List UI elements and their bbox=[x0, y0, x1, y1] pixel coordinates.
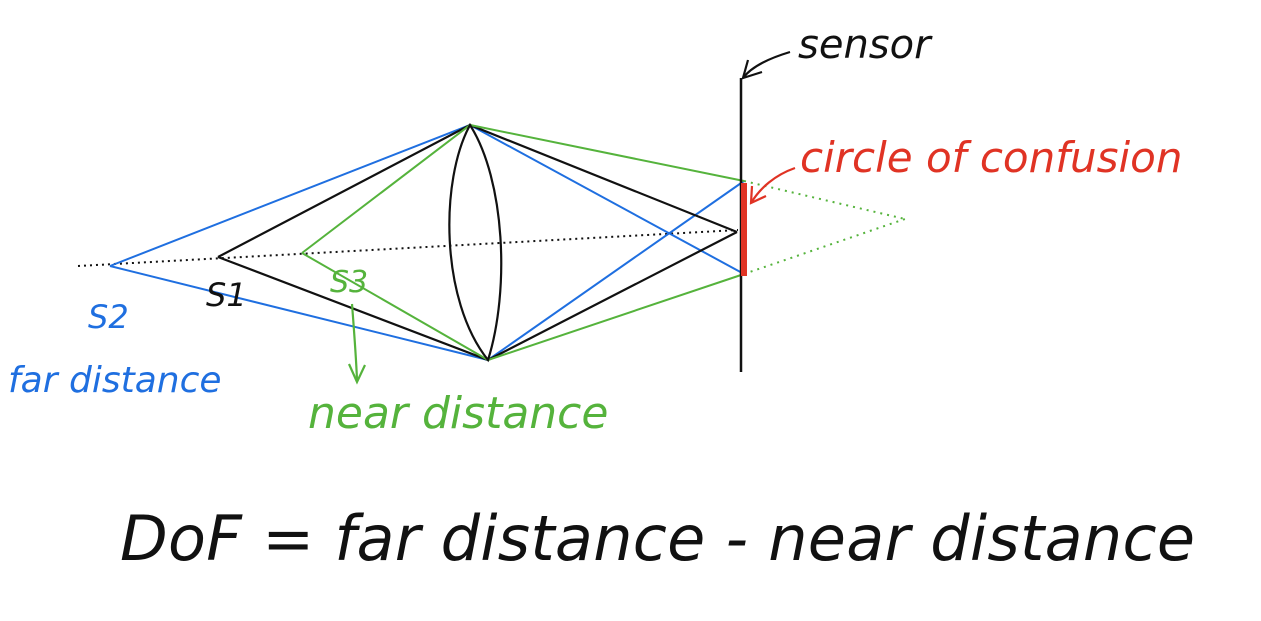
optical-axis bbox=[77, 229, 739, 267]
circle-of-confusion-label: circle of confusion bbox=[800, 133, 1183, 182]
s2-label: S2 bbox=[88, 298, 129, 336]
near-focus-extension bbox=[743, 180, 906, 275]
s1-label: S1 bbox=[206, 276, 247, 314]
lens bbox=[448, 122, 503, 363]
coc-arrow bbox=[749, 166, 796, 205]
near-distance-arrow bbox=[347, 303, 366, 385]
sensor-arrow bbox=[741, 50, 791, 80]
sensor-label: sensor bbox=[798, 22, 933, 68]
s3-label: S3 bbox=[330, 265, 368, 300]
focus-rays bbox=[217, 123, 738, 362]
dof-equation: DoF = far distance - near distance bbox=[120, 502, 1195, 575]
near-distance-label: near distance bbox=[308, 388, 608, 439]
far-distance-label: far distance bbox=[8, 360, 222, 401]
